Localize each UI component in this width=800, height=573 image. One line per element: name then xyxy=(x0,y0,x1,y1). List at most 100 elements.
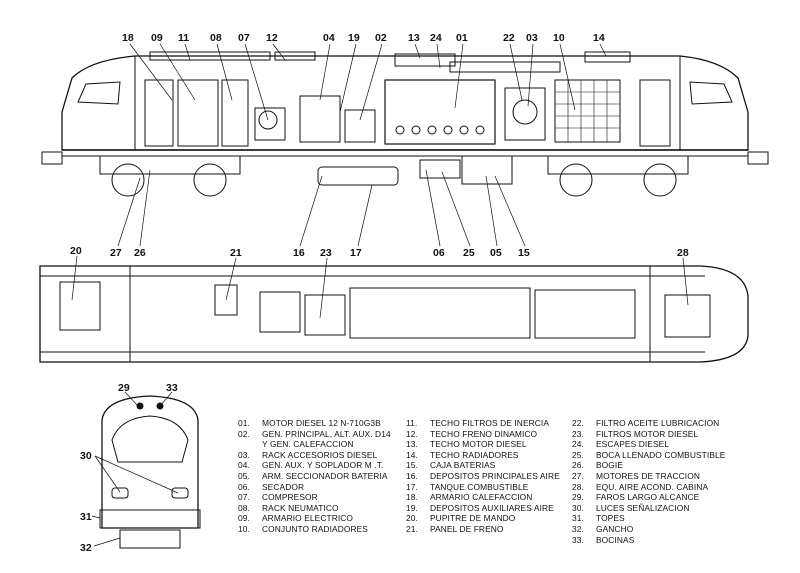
legend-item-label: FILTROS MOTOR DIESEL xyxy=(596,428,699,439)
legend-item-number: 27. xyxy=(572,470,584,481)
legend-item-number: 07. xyxy=(238,492,250,503)
legend-item-number: 13. xyxy=(406,439,418,450)
legend-item: 17.TANQUE COMBUSTIBLE xyxy=(406,482,560,493)
leader-lines xyxy=(71,43,689,547)
legend-item-label: GANCHO xyxy=(596,523,634,534)
callout-10: 10 xyxy=(553,32,565,44)
callout-19: 19 xyxy=(348,32,360,44)
callout-30: 30 xyxy=(80,450,92,462)
legend-item-number: 02. xyxy=(238,428,250,439)
callout-14: 14 xyxy=(593,32,605,44)
legend-item-label: EQU. AIRE ACOND. CABINA xyxy=(596,481,709,492)
legend-item-number: 14. xyxy=(406,449,418,460)
callout-32: 32 xyxy=(80,542,92,554)
legend-item: 31. TOPES xyxy=(572,513,725,524)
legend-item-label: LUCES SEÑALIZACION xyxy=(596,502,690,513)
legend-item-label: CONJUNTO RADIADORES xyxy=(262,523,368,534)
legend-item-label: COMPRESOR xyxy=(262,492,318,503)
legend-item-number: 10. xyxy=(238,523,250,534)
top-view xyxy=(39,265,749,363)
legend-item-label: FAROS LARGO ALCANCE xyxy=(596,492,700,503)
legend-item-label: DEPOSITOS PRINCIPALES AIRE xyxy=(430,470,560,481)
legend-item-number: 33. xyxy=(572,534,584,545)
callout-25: 25 xyxy=(463,247,475,259)
legend-item: 23. FILTROS MOTOR DIESEL xyxy=(572,429,725,440)
legend-item-number: 25. xyxy=(572,449,584,460)
legend-item: 33.BOCINAS xyxy=(572,535,725,546)
legend-item-number: 20. xyxy=(406,513,418,524)
legend-item-label: GEN. PRINCIPAL, ALT. AUX. D14 xyxy=(262,428,391,439)
legend-item: 20. PUPITRE DE MANDO xyxy=(406,513,560,524)
legend-item-number: 30. xyxy=(572,502,584,513)
legend-item: 29. FAROS LARGO ALCANCE xyxy=(572,492,725,503)
callout-33: 33 xyxy=(166,382,178,394)
legend-item: 08.RACK NEUMATICO xyxy=(238,503,391,514)
callout-22: 22 xyxy=(503,32,515,44)
callout-13: 13 xyxy=(408,32,420,44)
callout-07: 07 xyxy=(238,32,250,44)
legend-item-label: Y GEN. CALEFACCION xyxy=(262,439,354,450)
callouts: 18 09 11 08 07 12 04 19 02 13 24 01 22 0… xyxy=(70,32,689,554)
callout-20: 20 xyxy=(70,245,82,257)
legend-item-number: 28. xyxy=(572,481,584,492)
legend-item-label: MOTORES DE TRACCION xyxy=(596,470,700,481)
legend-item-number: 31. xyxy=(572,513,584,524)
callout-09: 09 xyxy=(151,32,163,44)
legend-item: 25.BOCA LLENADO COMBUSTIBLE xyxy=(572,450,725,461)
legend-item-number: 23. xyxy=(572,428,584,439)
legend-item: 21. PANEL DE FRENO xyxy=(406,524,560,535)
legend-item: 18.ARMARIO CALEFACCION xyxy=(406,492,560,503)
callout-12: 12 xyxy=(266,32,278,44)
legend-item-label: TECHO MOTOR DIESEL xyxy=(430,439,527,450)
legend-item: 12. TECHO FRENO DINAMICO xyxy=(406,429,560,440)
legend-item: 22.FILTRO ACEITE LUBRICACION xyxy=(572,418,725,429)
legend-item-label: RACK ACCESORIOS DIESEL xyxy=(262,449,378,460)
callout-16: 16 xyxy=(293,247,305,259)
legend-item-number: 04. xyxy=(238,460,250,471)
legend-item-label: GEN. AUX. Y SOPLADOR M .T. xyxy=(262,460,384,471)
legend-item-number: 26. xyxy=(572,460,584,471)
legend-item-label: SECADOR xyxy=(262,481,305,492)
callout-02: 02 xyxy=(375,32,387,44)
legend-item-number: 12. xyxy=(406,428,418,439)
legend-item-number: 17. xyxy=(406,481,418,492)
legend-item: 27. MOTORES DE TRACCION xyxy=(572,471,725,482)
legend-item: 16.DEPOSITOS PRINCIPALES AIRE xyxy=(406,471,560,482)
legend-item-label: RACK NEUMATICO xyxy=(262,502,339,513)
callout-29: 29 xyxy=(118,382,130,394)
callout-08: 08 xyxy=(210,32,222,44)
legend-item: 11.TECHO FILTROS DE INERCIA xyxy=(406,418,560,429)
legend-item: Y GEN. CALEFACCION xyxy=(238,439,391,450)
callout-17: 17 xyxy=(350,247,362,259)
legend-item-number: 19. xyxy=(406,502,418,513)
legend-item-label: PUPITRE DE MANDO xyxy=(430,513,516,524)
callout-23: 23 xyxy=(320,247,332,259)
legend-item-number: 05. xyxy=(238,470,250,481)
legend-item-number: 11. xyxy=(406,418,418,428)
legend-item-number: 03. xyxy=(238,449,250,460)
legend-item-label: TOPES xyxy=(596,513,625,524)
legend-item: 06.SECADOR xyxy=(238,482,391,493)
legend-item: 02. GEN. PRINCIPAL, ALT. AUX. D14 xyxy=(238,429,391,440)
legend-item-label: DEPOSITOS AUXILIARES AIRE xyxy=(430,502,554,513)
legend-item: 10. CONJUNTO RADIADORES xyxy=(238,524,391,535)
legend-item-number: 29. xyxy=(572,492,584,503)
callout-03: 03 xyxy=(526,32,538,44)
legend-item-number: 15. xyxy=(406,460,418,471)
callout-05: 05 xyxy=(490,247,502,259)
legend-item-label: PANEL DE FRENO xyxy=(430,523,504,534)
front-view xyxy=(99,395,201,549)
callout-15: 15 xyxy=(518,247,530,259)
legend-item-label: ARMARIO CALEFACCION xyxy=(430,492,533,503)
legend-item: 26.BOGIE xyxy=(572,460,725,471)
legend-item-label: ARMARIO ELECTRICO xyxy=(262,513,354,524)
legend-item-number: 32. xyxy=(572,523,584,534)
callout-26: 26 xyxy=(134,247,146,259)
legend-item: 01.MOTOR DIESEL 12 N-710G3B xyxy=(238,418,391,429)
legend-item: 32. GANCHO xyxy=(572,524,725,535)
legend-item-number: 21. xyxy=(406,523,418,534)
legend-item: 24.ESCAPES DIESEL xyxy=(572,439,725,450)
legend-item-label: TECHO FRENO DINAMICO xyxy=(430,428,538,439)
